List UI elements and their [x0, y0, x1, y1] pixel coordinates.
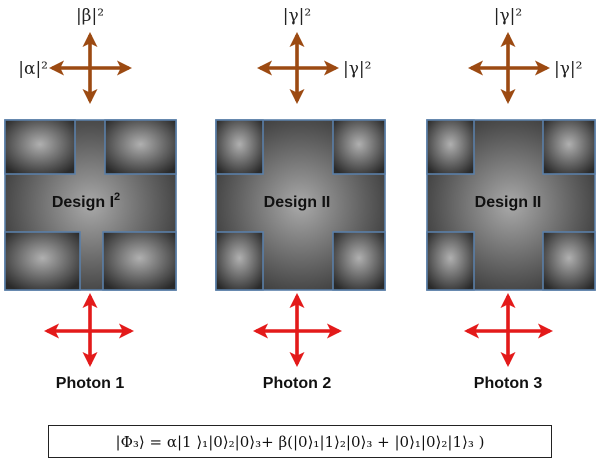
corner-block-tr	[542, 119, 596, 175]
design-label: Design II	[264, 194, 331, 211]
column-1: |β|² |α|² Design I2 Photon 1	[4, 6, 177, 392]
photon-label: Photon 2	[263, 375, 332, 392]
polarization-arrows-bottom-3	[463, 292, 554, 368]
corner-block-bl	[4, 231, 81, 291]
top-amplitude-label: |β|²	[76, 6, 104, 26]
polarization-arrows-bottom-1	[43, 292, 135, 368]
side-amplitude-label: |α|²	[18, 59, 48, 79]
state-equation: |Φ₃⟩ = α|1 ⟩₁|0⟩₂|0⟩₃+ β(|0⟩₁|1⟩₂|0⟩₃ + …	[115, 432, 485, 451]
top-amplitude-label: |γ|²	[283, 6, 311, 26]
device-design-1: Design I2	[4, 119, 177, 291]
top-amplitude-label: |γ|²	[494, 6, 522, 26]
side-amplitude-label: |γ|²	[554, 59, 582, 79]
design-label: Design II	[475, 194, 542, 211]
polarization-arrows-bottom-2	[252, 292, 343, 368]
side-amplitude-label: |γ|²	[343, 59, 371, 79]
corner-block-bl	[215, 231, 264, 291]
corner-block-tl	[215, 119, 264, 175]
corner-block-bl	[426, 231, 475, 291]
corner-block-br	[332, 231, 386, 291]
photon-label: Photon 3	[474, 375, 543, 392]
photon-label: Photon 1	[56, 375, 125, 392]
corner-block-tl	[4, 119, 76, 175]
corner-block-tr	[332, 119, 386, 175]
design-label: Design I2	[52, 191, 120, 211]
corner-block-tr	[104, 119, 177, 175]
corner-block-br	[542, 231, 596, 291]
polarization-arrows-top-2	[256, 31, 340, 105]
device-design-3: Design II	[426, 119, 596, 291]
state-equation-box: |Φ₃⟩ = α|1 ⟩₁|0⟩₂|0⟩₃+ β(|0⟩₁|1⟩₂|0⟩₃ + …	[48, 425, 552, 458]
corner-block-tl	[426, 119, 475, 175]
column-2: |γ|² |γ|² Design II Photon 2	[215, 6, 386, 392]
column-3: |γ|² |γ|² Design II Photon 3	[426, 6, 596, 392]
polarization-arrows-top-3	[467, 31, 551, 105]
device-design-2: Design II	[215, 119, 386, 291]
corner-block-br	[102, 231, 177, 291]
polarization-arrows-top-1	[48, 31, 133, 105]
